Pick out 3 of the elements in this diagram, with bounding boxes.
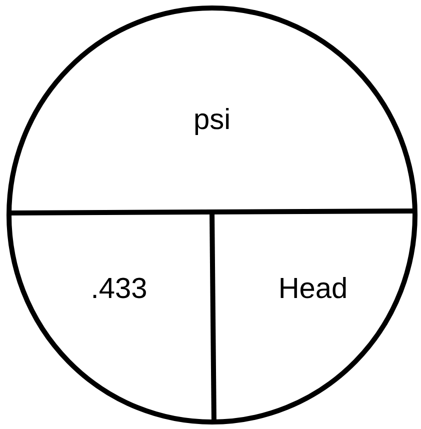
segment-label: .433: [90, 272, 148, 306]
segment-label: Head: [278, 272, 348, 306]
segment-label: psi: [193, 104, 231, 136]
